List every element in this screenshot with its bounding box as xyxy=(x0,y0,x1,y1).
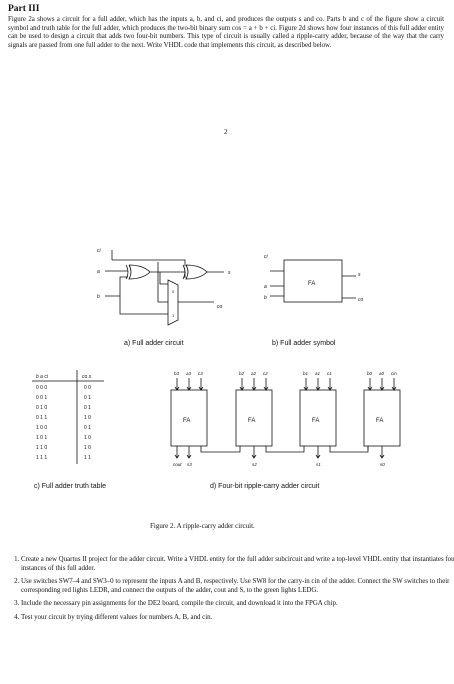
symbol-s-label: s xyxy=(358,272,361,278)
carry-wire xyxy=(329,446,369,453)
truth-table-row-outputs: 1 0 xyxy=(84,415,91,421)
symbol-co-label: co xyxy=(358,297,364,303)
truth-table-row-outputs: 0 1 xyxy=(84,425,91,431)
fa-input-arrow xyxy=(198,378,204,391)
fa-block-text: FA xyxy=(183,418,190,424)
fa-input-arrow xyxy=(251,378,257,391)
xor-gate-1-body xyxy=(128,264,151,280)
truth-table-row-inputs: 0 0 1 xyxy=(36,395,47,401)
step-1: Create a new Quartus II project for the … xyxy=(21,556,454,573)
truth-table-row-inputs: 0 1 1 xyxy=(36,415,47,421)
truth-table-row-inputs: 1 0 0 xyxy=(36,425,47,431)
carry-wire xyxy=(265,446,305,453)
truth-table-row-outputs: 1 0 xyxy=(84,445,91,451)
steps-list: Create a new Quartus II project for the … xyxy=(8,556,454,628)
truth-table-row-outputs: 0 1 xyxy=(84,405,91,411)
truth-table-header-outputs: co s xyxy=(82,374,92,380)
fa-output-arrow xyxy=(186,446,192,459)
fa-input-arrow xyxy=(315,378,321,391)
mux-input-1: 1 xyxy=(172,313,175,318)
xor-gate-2 xyxy=(182,264,186,280)
input-a-label: a xyxy=(97,269,100,275)
fa-output-label: s1 xyxy=(316,462,321,467)
part-title: Part III xyxy=(8,4,40,14)
fa-input-arrow xyxy=(174,378,180,391)
step-4: Test your circuit by trying different va… xyxy=(21,614,454,623)
fa-input-arrow xyxy=(379,378,385,391)
input-b-label: b xyxy=(97,294,100,300)
carry-wire xyxy=(200,446,241,453)
fig-d-label: d) Four-bit ripple-carry adder circuit xyxy=(210,483,319,490)
full-adder-symbol: FA ci a b s co b) Full adder symbol xyxy=(264,254,364,347)
truth-table-row-inputs: 1 1 0 xyxy=(36,445,47,451)
mux-2to1 xyxy=(167,279,179,326)
xor-gate-1 xyxy=(125,264,129,280)
fig-b-label: b) Full adder symbol xyxy=(272,340,336,347)
fa-output-arrow xyxy=(315,446,321,459)
fa-input-label: c3 xyxy=(198,371,203,376)
fig-c-label: c) Full adder truth table xyxy=(34,483,106,490)
input-ci-label: ci xyxy=(97,248,102,254)
truth-table-row-outputs: 0 1 xyxy=(84,395,91,401)
fa-symbol-text: FA xyxy=(308,281,315,287)
fa-input-label: b2 xyxy=(239,371,245,376)
truth-table-row-outputs: 0 0 xyxy=(84,385,91,391)
figure-2: ci a b s 0 1 co a) Full adder circuit FA… xyxy=(32,248,401,490)
fa-input-label: b0 xyxy=(367,371,373,376)
cout-label: cout xyxy=(173,462,182,467)
fa-input-label: a0 xyxy=(379,371,385,376)
output-s-label: s xyxy=(228,270,231,276)
fa-output-label: s3 xyxy=(187,462,192,467)
fa-block-text: FA xyxy=(312,418,319,424)
fa-output-label: s0 xyxy=(380,462,385,467)
mux-input-0: 0 xyxy=(172,289,175,294)
fa-input-label: b1 xyxy=(303,371,309,376)
fa-input-label: c1 xyxy=(327,371,332,376)
cout-arrow xyxy=(174,446,180,459)
fa-input-arrow xyxy=(303,378,309,391)
fa-input-arrow xyxy=(263,378,269,391)
fa-output-arrow xyxy=(251,446,257,459)
output-co-label: co xyxy=(217,304,223,310)
fa-input-label: a1 xyxy=(315,371,321,376)
symbol-a-label: a xyxy=(264,284,267,290)
fa-input-label: a3 xyxy=(186,371,192,376)
fa-output-label: s2 xyxy=(252,462,257,467)
ripple-carry-adder: FA b3 a3 c3 s3 FA b2 a2 c2 s2 FA b1 a1 c1 s1 FA b0 a0 cin s… xyxy=(170,371,401,467)
fa-input-arrow xyxy=(367,378,373,391)
fa-output-arrow xyxy=(379,446,385,459)
fa-input-label: cin xyxy=(391,371,397,376)
intro-paragraph: Figure 2a shows a circuit for a full add… xyxy=(8,16,444,49)
figure-caption: Figure 2. A ripple-carry adder circuit. xyxy=(150,522,255,530)
fa-block-text: FA xyxy=(376,418,383,424)
truth-table-row-inputs: 1 1 1 xyxy=(36,455,47,461)
truth-table-row-outputs: 1 1 xyxy=(84,455,91,461)
truth-table: b a ci co s 0 0 0 0 0 0 0 1 0 1 0 1 0 0 1 0 1 … xyxy=(32,370,106,490)
fa-input-arrow xyxy=(186,378,192,391)
step-3: Include the necessary pin assignments fo… xyxy=(21,600,454,609)
symbol-b-label: b xyxy=(264,295,267,301)
truth-table-row-inputs: 0 0 0 xyxy=(36,385,47,391)
page-number: 2 xyxy=(224,128,228,136)
full-adder-circuit: ci a b s 0 1 co a) Full adder circuit xyxy=(97,248,231,347)
fig-a-label: a) Full adder circuit xyxy=(124,340,184,347)
fa-block-text: FA xyxy=(248,418,255,424)
fa-input-label: b3 xyxy=(174,371,180,376)
truth-table-row-outputs: 1 0 xyxy=(84,435,91,441)
step-2: Use switches SW7–4 and SW3–0 to represen… xyxy=(21,578,454,595)
fa-input-arrow xyxy=(327,378,333,391)
xor-gate-2-body xyxy=(185,264,208,280)
fa-input-arrow xyxy=(239,378,245,391)
truth-table-header-inputs: b a ci xyxy=(36,374,49,380)
symbol-ci-label: ci xyxy=(264,254,269,260)
fa-input-label: c2 xyxy=(263,371,268,376)
fa-input-label: a2 xyxy=(251,371,257,376)
fa-input-arrow xyxy=(391,378,397,391)
truth-table-row-inputs: 0 1 0 xyxy=(36,405,47,411)
truth-table-row-inputs: 1 0 1 xyxy=(36,435,47,441)
